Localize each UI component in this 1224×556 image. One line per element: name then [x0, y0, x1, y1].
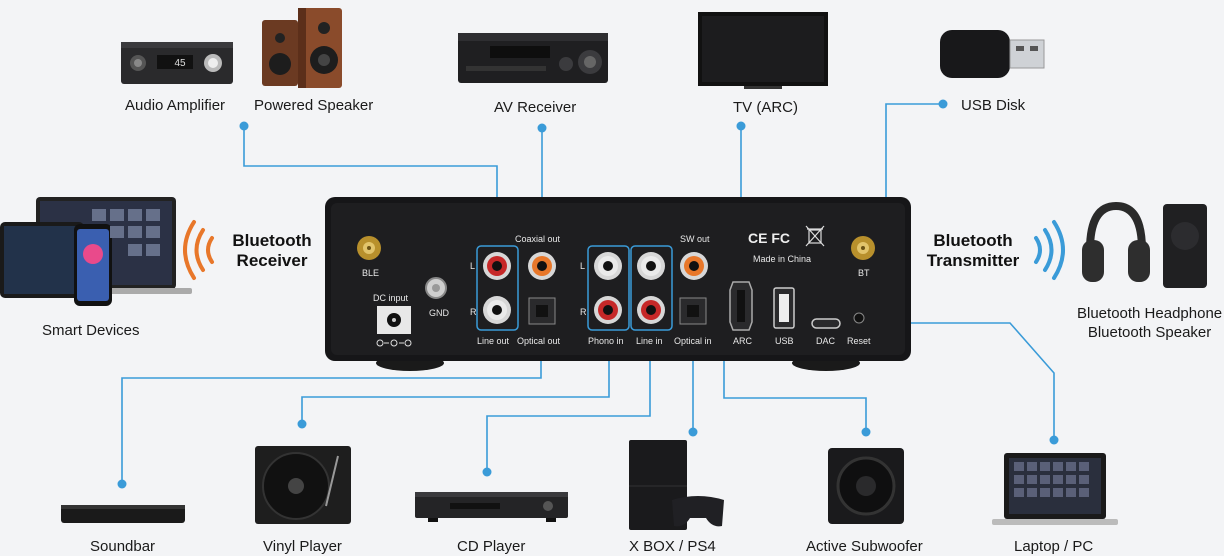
cd-player-image: [415, 492, 568, 522]
bluetooth-receiver-waves-icon: [183, 220, 214, 280]
ble-label: BLE: [362, 268, 379, 278]
line-cd: [486, 340, 651, 472]
audio-amplifier-image: 45: [121, 42, 233, 84]
dot-xbox: [688, 427, 698, 437]
dot-subwoofer: [861, 427, 871, 437]
bluetooth-headphone-label: Bluetooth Headphone: [1077, 305, 1223, 322]
powered-speaker-image: [262, 8, 342, 88]
dot-amplifier: [239, 121, 249, 131]
dot-usb-disk: [938, 99, 948, 109]
bluetooth-headphone-image: [1082, 201, 1150, 282]
line-in-highlight-box: [630, 245, 673, 331]
arc-label: ARC: [733, 336, 753, 346]
bluetooth-receiver-label: Bluetooth Receiver: [226, 231, 318, 271]
usb-label: USB: [775, 336, 794, 346]
bluetooth-receiver-line2: Receiver: [236, 251, 308, 270]
bluetooth-transmitter-waves-icon: [1034, 220, 1065, 280]
xbox-ps4-label: X BOX / PS4: [629, 538, 716, 555]
dot-tv: [736, 121, 746, 131]
dac-label: DAC: [816, 336, 836, 346]
phono-in-highlight-box: [587, 245, 630, 331]
bluetooth-headphone-speaker-label: Bluetooth Headphone Bluetooth Speaker: [1077, 304, 1222, 342]
connection-dots: [117, 99, 1059, 489]
line-out-right-marker: R: [470, 307, 477, 317]
laptop-pc-label: Laptop / PC: [1014, 538, 1094, 555]
phono-in-left-marker: L: [580, 261, 585, 271]
line-laptop: [836, 322, 1055, 440]
line-out-label: Line out: [477, 336, 510, 346]
laptop-image: [992, 453, 1118, 525]
weee-bin-icon: [805, 225, 825, 247]
bluetooth-transmitter-label: Bluetooth Transmitter: [924, 231, 1022, 271]
usb-disk-label: USB Disk: [961, 97, 1026, 114]
active-subwoofer-image: [828, 448, 904, 524]
dot-laptop: [1049, 435, 1059, 445]
vinyl-player-label: Vinyl Player: [263, 538, 342, 555]
line-out-left-marker: L: [470, 261, 475, 271]
bluetooth-speaker-image: [1163, 204, 1207, 288]
cd-player-label: CD Player: [457, 538, 526, 555]
gnd-label: GND: [429, 308, 450, 318]
phono-in-label: Phono in: [588, 336, 624, 346]
tv-image: [698, 12, 828, 89]
optical-out-label: Optical out: [517, 336, 561, 346]
bluetooth-transmitter-line2: Transmitter: [926, 251, 1020, 270]
optical-in-label: Optical in: [674, 336, 712, 346]
bluetooth-receiver-line1: Bluetooth: [232, 231, 312, 250]
line-vinyl: [301, 340, 610, 424]
av-receiver-image: [458, 33, 608, 83]
dac-usb-c-port: [811, 318, 841, 329]
smart-devices-image: [0, 197, 192, 306]
vinyl-player-image: [255, 446, 351, 524]
certification-marks: CE FC: [748, 230, 790, 246]
audio-amplifier-label: Audio Amplifier: [125, 97, 226, 114]
bluetooth-speaker-label: Bluetooth Speaker: [1087, 324, 1212, 341]
dot-cd: [482, 467, 492, 477]
active-subwoofer-label: Active Subwoofer: [806, 538, 923, 555]
made-in-china-label: Made in China: [753, 254, 811, 264]
phono-in-right-marker: R: [580, 307, 587, 317]
dot-av-receiver: [537, 123, 547, 133]
dot-vinyl: [297, 419, 307, 429]
soundbar-image: [61, 505, 185, 523]
sw-out-label: SW out: [680, 234, 710, 244]
smart-devices-label: Smart Devices: [42, 322, 140, 339]
usb-disk-image: [940, 30, 1045, 78]
dc-input-label: DC input: [373, 293, 409, 303]
line-out-highlight-box: [476, 245, 519, 331]
soundbar-label: Soundbar: [90, 538, 156, 555]
coaxial-out-label: Coaxial out: [515, 234, 561, 244]
tv-label: TV (ARC): [733, 99, 798, 116]
bt-label: BT: [858, 268, 870, 278]
powered-speaker-label: Powered Speaker: [254, 97, 374, 114]
amp-display: 45: [174, 58, 186, 69]
bluetooth-transmitter-line1: Bluetooth: [933, 231, 1013, 250]
dac-device-panel: BLE DC input GND L R Line out Coaxial ou…: [325, 197, 911, 371]
optical-in-port: [679, 297, 707, 325]
game-console-image: [629, 440, 724, 530]
av-receiver-label: AV Receiver: [494, 99, 577, 116]
reset-label: Reset: [847, 336, 871, 346]
reset-button: [853, 312, 865, 324]
line-in-label: Line in: [636, 336, 663, 346]
dot-soundbar: [117, 479, 127, 489]
